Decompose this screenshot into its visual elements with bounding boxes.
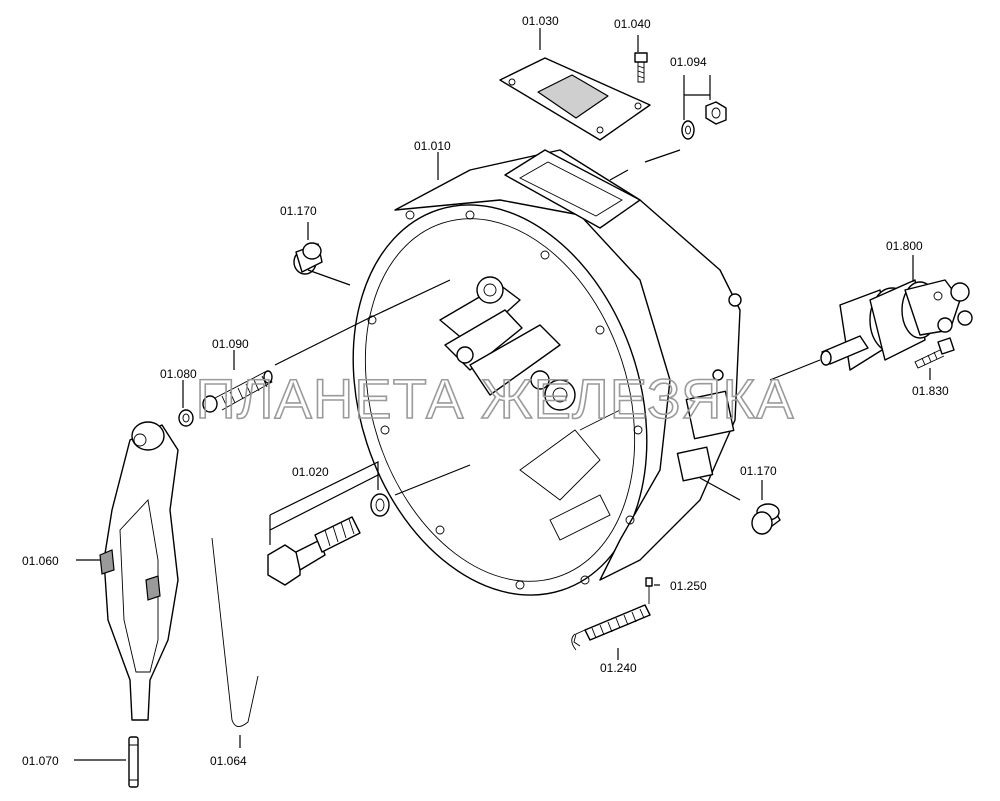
leader-lines [74, 28, 931, 761]
spring-assembly [178, 370, 273, 427]
clutch-servo [820, 279, 973, 371]
label-01830: 01.830 [912, 384, 949, 398]
washer-and-nut [681, 101, 727, 140]
clutch-housing [352, 149, 742, 596]
label-01080: 01.080 [160, 367, 197, 381]
label-01170-top: 01.170 [280, 204, 317, 218]
label-01094: 01.094 [670, 55, 707, 69]
adjusting-bolt [267, 493, 390, 586]
spring-wire [211, 537, 259, 727]
cover-bolt [634, 52, 648, 83]
label-01040: 01.040 [614, 17, 651, 31]
fork-pin [128, 736, 139, 788]
bushing-right [751, 503, 781, 535]
spring-plate [571, 577, 653, 651]
bushing-top [293, 242, 323, 275]
top-cover-plate [499, 57, 651, 141]
label-01060: 01.060 [22, 554, 59, 568]
label-01020: 01.020 [292, 465, 329, 479]
label-01064: 01.064 [210, 754, 247, 768]
label-01250: 01.250 [670, 579, 707, 593]
part-labels: 01.030 01.040 01.094 01.010 01.170 01.80… [22, 14, 949, 768]
servo-bolt [914, 337, 955, 369]
label-01170-right: 01.170 [740, 464, 777, 478]
label-01030: 01.030 [522, 14, 559, 28]
watermark-text: ПЛАНЕТА ЖЕЛЕЗЯКА [196, 367, 795, 430]
label-01010: 01.010 [414, 139, 451, 153]
label-01800: 01.800 [886, 239, 923, 253]
label-01090: 01.090 [212, 337, 249, 351]
flange-holes [367, 210, 643, 590]
label-01070: 01.070 [22, 754, 59, 768]
label-01240: 01.240 [600, 661, 637, 675]
release-fork [99, 421, 179, 721]
